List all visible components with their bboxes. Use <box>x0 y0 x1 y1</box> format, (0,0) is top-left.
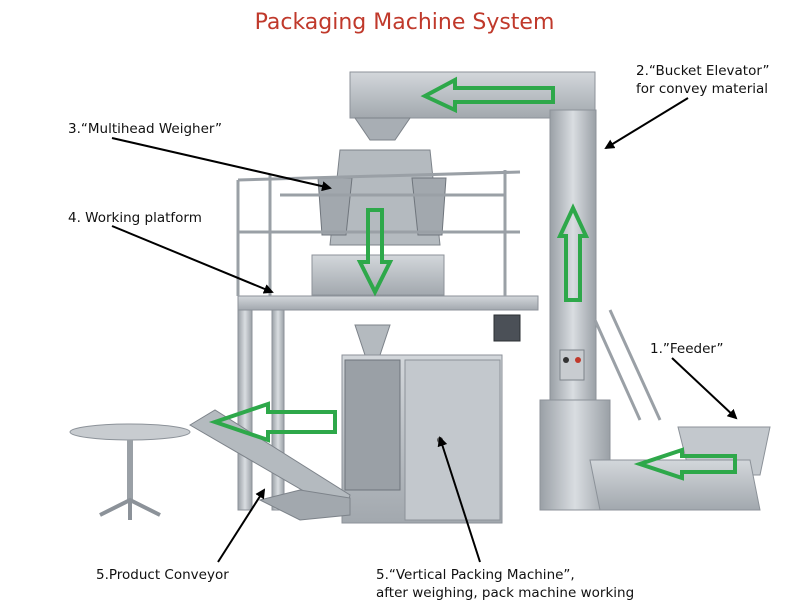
flow-arrow-feeder <box>633 447 737 481</box>
flow-arrow-weigher-down <box>356 208 394 297</box>
vertical-packing-machine <box>341 324 503 524</box>
diagram-title: Packaging Machine System <box>254 10 555 35</box>
product-conveyor <box>69 409 351 521</box>
flow-arrow-elevator-up <box>556 203 590 302</box>
leader-bucket-elevator <box>604 97 689 150</box>
label-bucket-elevator-line2: for convey material <box>636 81 769 97</box>
leader-product-conveyor <box>217 488 266 563</box>
leader-multihead-weigher <box>111 137 332 192</box>
label-bucket-elevator-line1: 2.“Bucket Elevator” <box>636 63 770 79</box>
flow-arrow-elevator-top <box>420 76 555 114</box>
leader-working-platform <box>111 225 274 294</box>
leader-arrows <box>111 97 738 563</box>
material-flow-arrows <box>208 76 737 481</box>
leader-vertical-packing <box>437 436 481 563</box>
label-feeder: 1.”Feeder” <box>650 341 724 357</box>
multihead-weigher <box>311 149 447 296</box>
label-bucket-elevator: 2.“Bucket Elevator” for convey material <box>636 62 769 98</box>
label-working-platform: 4. Working platform <box>68 210 202 226</box>
label-vertical-packing: 5.“Vertical Packing Machine”, after weig… <box>376 566 634 602</box>
label-vertical-packing-line1: 5.“Vertical Packing Machine”, <box>376 567 575 583</box>
label-multihead-weigher: 3.“Multihead Weigher” <box>68 121 223 137</box>
feeder <box>589 309 771 511</box>
flow-arrow-conveyor <box>208 401 337 443</box>
label-product-conveyor: 5.Product Conveyor <box>96 567 229 583</box>
label-vertical-packing-line2: after weighing, pack machine working <box>376 585 635 601</box>
leader-feeder <box>671 357 738 420</box>
